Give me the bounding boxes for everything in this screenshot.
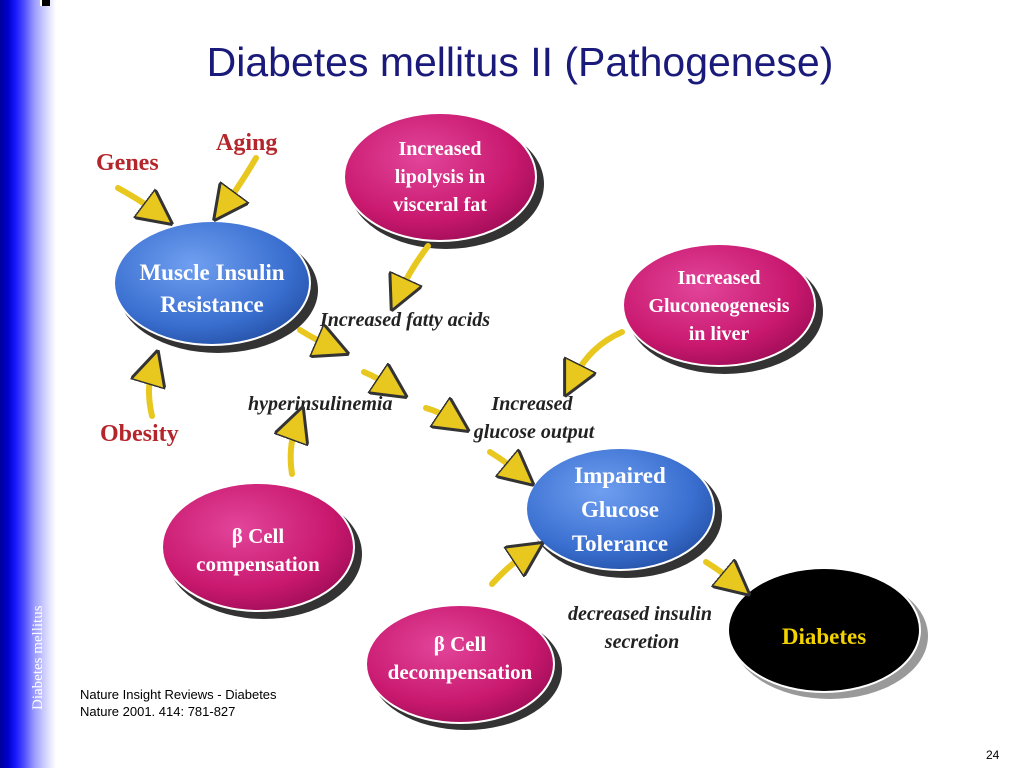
node-lipolysis: Increased lipolysis in visceral fat [343,112,544,249]
arrow-aging-to-muscle [226,155,259,204]
fatty-acids-label: Increased fatty acids [319,309,490,331]
muscle-line2: Resistance [160,292,263,317]
beta-decomp-line1: β Cell [434,632,487,656]
corner-mark [40,0,50,6]
node-diabetes: Diabetes [727,567,928,699]
glucose-output-label-2: glucose output [473,421,596,443]
node-muscle-insulin-resistance: Muscle Insulin Resistance [113,220,318,353]
aging-label: Aging [216,130,277,156]
gluconeo-line1: Increased [678,267,761,289]
lipolysis-line2: lipolysis in [395,166,486,188]
arrow-beta-comp-to-hyperinsulinemia [291,426,296,477]
reference-line2: Nature 2001. 414: 781-827 [80,704,236,719]
reference-note: Nature Insight Reviews - Diabetes Nature… [80,686,277,720]
muscle-line1: Muscle Insulin [139,260,284,285]
node-gluconeogenesis: Increased Gluconeogenesis in liver [622,243,823,374]
arrow-glucose-output-to-igt [487,452,518,472]
igt-line2: Glucose [581,497,659,522]
decreased-secretion-label-2: secretion [604,631,679,653]
arrow-lipolysis-to-fatty-acids [400,243,431,292]
beta-comp-line1: β Cell [232,524,285,548]
node-beta-cell-decompensation: β Cell decompensation [365,604,562,730]
arrow-gluconeogenesis-to-glucose-output [574,329,625,378]
arrow-obesity-to-muscle [149,370,152,419]
obesity-label: Obesity [100,421,179,447]
genes-label: Genes [96,150,159,176]
arrow-muscle-to-hyperinsulinemia [297,330,330,346]
node-impaired-glucose-tolerance: Impaired Glucose Tolerance [525,447,722,578]
slide-title: Diabetes mellitus II (Pathogenese) [206,39,834,85]
node-beta-cell-compensation: β Cell compensation [161,482,362,619]
reference-line1: Nature Insight Reviews - Diabetes [80,687,277,702]
arrow-igt-to-diabetes [703,562,734,582]
decreased-secretion-label-1: decreased insulin [568,603,712,625]
beta-comp-line2: compensation [196,552,320,576]
igt-line1: Impaired [574,463,666,488]
page-number: 24 [986,748,1000,762]
hyperinsulinemia-label: hyperinsulinemia [248,393,392,415]
lipolysis-line3: visceral fat [393,194,487,216]
arrow-hyperinsulinemia-to-glucose-output [423,408,452,420]
lipolysis-line1: Increased [399,138,482,160]
gluconeo-line3: in liver [689,323,750,345]
arrow-genes-to-muscle [115,185,156,212]
beta-decomp-line2: decompensation [388,660,533,684]
igt-line3: Tolerance [572,531,668,556]
diabetes-label: Diabetes [782,624,866,649]
arrow-beta-decomp-to-igt [489,554,526,587]
arrow-fatty-acids-to-hyperinsulinemia [361,372,390,386]
glucose-output-label-1: Increased [490,393,573,415]
gluconeo-line2: Gluconeogenesis [648,295,789,317]
sidebar-band: Diabetes mellitus [0,0,56,768]
